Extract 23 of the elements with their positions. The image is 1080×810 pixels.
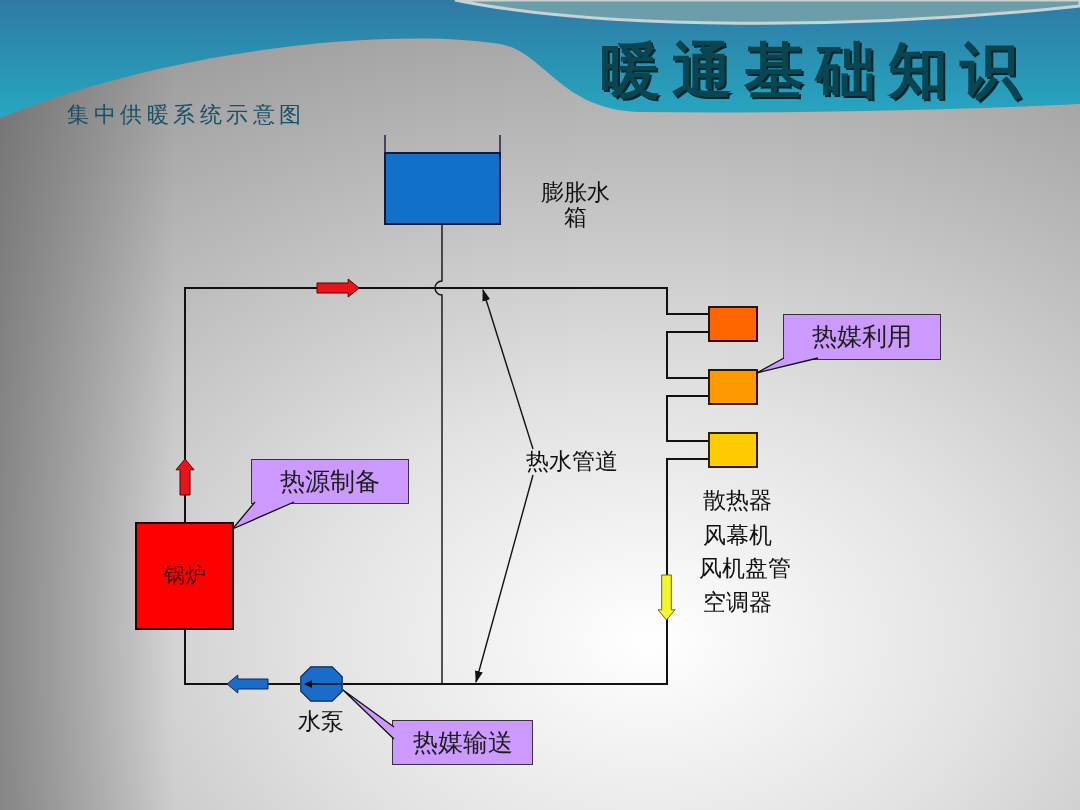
boiler-box: 锅炉 — [135, 522, 234, 630]
callout-box: 热媒输送 — [392, 720, 533, 765]
leader-arrow — [475, 474, 534, 683]
device-label: 空调器 — [703, 589, 772, 617]
callout-tail — [342, 689, 395, 740]
emitter-block — [708, 369, 758, 405]
slide-title: 暖通基础知识 — [600, 34, 1032, 106]
tank-label: 膨胀水箱 — [539, 180, 611, 230]
emitter-block — [708, 306, 758, 342]
leader-arrow — [482, 289, 534, 450]
subheading: 集中供暖系统示意图 — [67, 102, 306, 129]
pump-label: 水泵 — [298, 708, 344, 735]
emitter-block — [708, 432, 758, 468]
device-label: 散热器 — [703, 487, 772, 515]
pipe — [184, 287, 709, 523]
device-label: 风幕机 — [703, 522, 772, 550]
pipe — [441, 458, 709, 685]
callout-tail — [755, 357, 819, 374]
pipe — [666, 331, 709, 379]
callout-tail — [231, 501, 295, 530]
pipe — [666, 395, 709, 442]
device-label: 风机盘管 — [699, 555, 791, 583]
pipe-label: 热水管道 — [525, 449, 619, 475]
